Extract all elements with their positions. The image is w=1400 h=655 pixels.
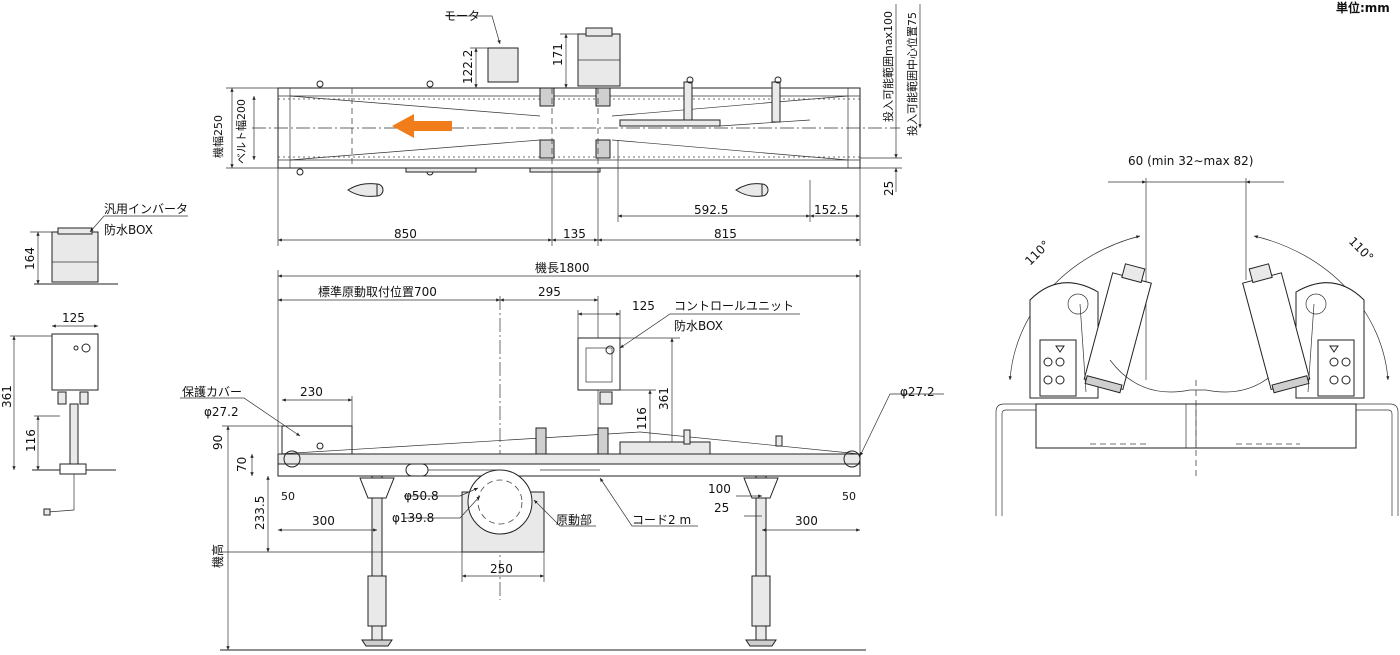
dim-361-control-unit: 361 — [657, 387, 671, 410]
dim-152-5: 152.5 — [814, 203, 848, 217]
side-view — [180, 270, 944, 651]
dim-116-inverter: 116 — [24, 429, 38, 452]
insert-range-center-label: 投入可能範囲中心位置75 — [905, 12, 919, 136]
dim-233-5: 233.5 — [253, 496, 267, 530]
dim-250: 250 — [490, 562, 513, 576]
dim-phi-139-8: φ139.8 — [392, 511, 434, 525]
dim-850: 850 — [394, 227, 417, 241]
control-unit-box-label: 防水BOX — [674, 318, 723, 333]
dim-164: 164 — [23, 247, 37, 270]
dim-116-control-unit: 116 — [635, 407, 649, 430]
dim-50-right: 50 — [842, 490, 856, 503]
insert-range-max-label: 投入可能範囲max100 — [881, 11, 895, 122]
dim-70: 70 — [235, 457, 249, 472]
dim-300-right: 300 — [795, 514, 818, 528]
dim-25-bottom: 25 — [714, 501, 729, 515]
top-view — [226, 4, 922, 246]
end-view — [995, 178, 1399, 516]
dim-50-left: 50 — [281, 490, 295, 503]
dim-135: 135 — [563, 227, 586, 241]
dim-phi-27-2-left: φ27.2 — [204, 405, 239, 419]
dim-171: 171 — [551, 43, 565, 66]
drive-unit-label: 原動部 — [556, 512, 592, 527]
dim-125-control-unit: 125 — [632, 299, 655, 313]
dim-125-inverter: 125 — [62, 311, 85, 325]
dim-592-5: 592.5 — [694, 203, 728, 217]
insert-range-label: 60 (min 32∼max 82) — [1128, 154, 1253, 168]
machine-length-label: 機長1800 — [535, 260, 590, 275]
inverter-views — [10, 215, 188, 516]
angle-left-label: 110° — [1022, 238, 1052, 268]
machine-width-label: 機幅250 — [211, 115, 225, 158]
dim-phi-50-8: φ50.8 — [404, 489, 439, 503]
inverter-label: 汎用インバータ — [104, 202, 188, 216]
motor-label: モータ — [444, 9, 480, 23]
cord-label: コード2 m — [632, 513, 691, 527]
conveyance-direction-arrow-icon — [392, 114, 452, 138]
dim-122-2: 122.2 — [461, 50, 475, 84]
dim-815: 815 — [714, 227, 737, 241]
dim-phi-27-2-right: φ27.2 — [900, 385, 935, 399]
control-unit-label: コントロールユニット — [674, 299, 794, 313]
guard-cover-label: 保護カバー — [182, 384, 242, 399]
dim-230: 230 — [300, 385, 323, 399]
standard-drive-label: 標準原動取付位置700 — [318, 284, 437, 299]
belt-width-label: ベルト幅200 — [235, 99, 248, 164]
machine-height-label: 機高 — [210, 544, 225, 568]
dim-25-top: 25 — [882, 181, 896, 196]
dim-361-inverter: 361 — [0, 385, 14, 408]
inverter-box-label: 防水BOX — [104, 222, 153, 237]
dim-295: 295 — [538, 285, 561, 299]
dim-100: 100 — [708, 482, 731, 496]
unit-label: 単位:mm — [1336, 0, 1390, 15]
dim-300-left: 300 — [312, 514, 335, 528]
angle-right-label: 110° — [1346, 234, 1376, 264]
motor-box — [487, 47, 519, 83]
dim-90: 90 — [211, 435, 225, 450]
